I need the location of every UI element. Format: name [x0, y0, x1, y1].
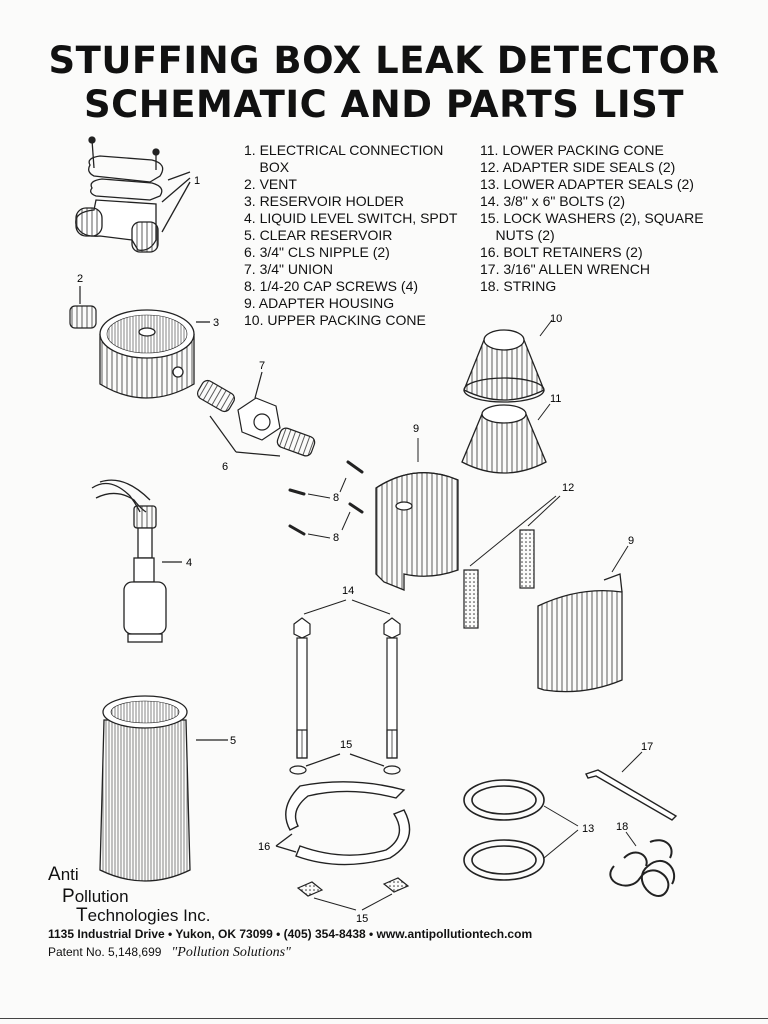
- callout-5: 5: [230, 735, 236, 747]
- vent: [69, 286, 97, 329]
- bottom-rule: [0, 1018, 768, 1019]
- cls-nipples-and-union: [197, 371, 316, 457]
- parts-list-item: 3. RESERVOIR HOLDER: [244, 193, 405, 209]
- parts-list-item: 12. ADAPTER SIDE SEALS (2): [480, 159, 676, 175]
- callout-12: 12: [562, 482, 574, 494]
- parts-list-item: 16. BOLT RETAINERS (2): [480, 244, 643, 260]
- parts-list-item: 9. ADAPTER HOUSING: [244, 295, 395, 311]
- callout-8b: 8: [333, 532, 339, 544]
- reservoir-holder: [99, 309, 210, 399]
- electrical-connection-box: [75, 136, 191, 253]
- parts-list-item: 4. LIQUID LEVEL SWITCH, SPDT: [244, 210, 458, 226]
- clear-reservoir: [99, 695, 228, 882]
- parts-list-item: 18. STRING: [480, 278, 557, 294]
- adapter-side-seals: [463, 495, 561, 629]
- parts-list-item: 8. 1/4-20 CAP SCREWS (4): [244, 278, 419, 294]
- lower-packing-cone: [461, 403, 551, 474]
- parts-list-item: 5. CLEAR RESERVOIR: [244, 227, 393, 243]
- lower-adapter-seals: [463, 779, 579, 881]
- callout-15a: 15: [340, 739, 352, 751]
- callout-18: 18: [616, 821, 628, 833]
- bolt-retainers: [275, 781, 411, 866]
- callout-9b: 9: [628, 535, 634, 547]
- callout-14: 14: [342, 585, 354, 597]
- callout-4: 4: [186, 557, 192, 569]
- liquid-level-switch: [91, 479, 182, 643]
- callout-16: 16: [258, 841, 270, 853]
- allen-wrench: [585, 751, 678, 821]
- callout-10: 10: [550, 313, 562, 325]
- parts-list-item: 17. 3/16" ALLEN WRENCH: [480, 261, 650, 277]
- adapter-housing-upper: [375, 438, 459, 591]
- adapter-housing-lower: [537, 545, 629, 693]
- parts-list-item: 14. 3/8" x 6" BOLTS (2): [480, 193, 626, 209]
- callout-8a: 8: [333, 492, 339, 504]
- callout-3: 3: [213, 317, 219, 329]
- parts-list-item: BOX: [244, 159, 290, 175]
- cap-screws: [288, 460, 364, 536]
- callout-15b: 15: [356, 913, 368, 925]
- callout-7: 7: [259, 360, 265, 372]
- string: [609, 831, 675, 897]
- lock-washers: [289, 753, 401, 775]
- title-line-1: STUFFING BOX LEAK DETECTOR: [48, 39, 720, 82]
- company-line-anti: Anti: [48, 864, 79, 885]
- callout-2: 2: [77, 273, 83, 285]
- callout-1: 1: [194, 175, 200, 187]
- parts-list-item: 10. UPPER PACKING CONE: [244, 312, 426, 328]
- parts-list-item: 13. LOWER ADAPTER SEALS (2): [480, 176, 694, 192]
- parts-list-item: 7. 3/4" UNION: [244, 261, 333, 277]
- upper-packing-cone: [463, 319, 553, 403]
- company-address: 1135 Industrial Drive • Yukon, OK 73099 …: [48, 927, 533, 941]
- callout-17: 17: [641, 741, 653, 753]
- bolts: [293, 599, 401, 759]
- callout-11: 11: [550, 393, 561, 405]
- company-line-technologies: Technologies Inc.: [76, 905, 211, 926]
- square-nuts: [296, 877, 410, 911]
- patent-line: Patent No. 5,148,699 "Pollution Solutions…: [48, 945, 291, 961]
- title-line-2: SCHEMATIC AND PARTS LIST: [83, 83, 685, 126]
- parts-list-item: 11. LOWER PACKING CONE: [480, 142, 664, 158]
- slogan: "Pollution Solutions": [171, 945, 291, 960]
- parts-list-item: 1. ELECTRICAL CONNECTION: [244, 142, 444, 158]
- company-line-pollution: Pollution: [62, 886, 129, 907]
- patent-number: Patent No. 5,148,699: [48, 945, 162, 959]
- parts-list-item: NUTS (2): [480, 227, 555, 243]
- callout-9a: 9: [413, 423, 419, 435]
- parts-list-item: 15. LOCK WASHERS (2), SQUARE: [480, 210, 704, 226]
- parts-list-item: 6. 3/4" CLS NIPPLE (2): [244, 244, 390, 260]
- callout-6: 6: [222, 461, 228, 473]
- callout-13: 13: [582, 823, 594, 835]
- parts-list-item: 2. VENT: [244, 176, 297, 192]
